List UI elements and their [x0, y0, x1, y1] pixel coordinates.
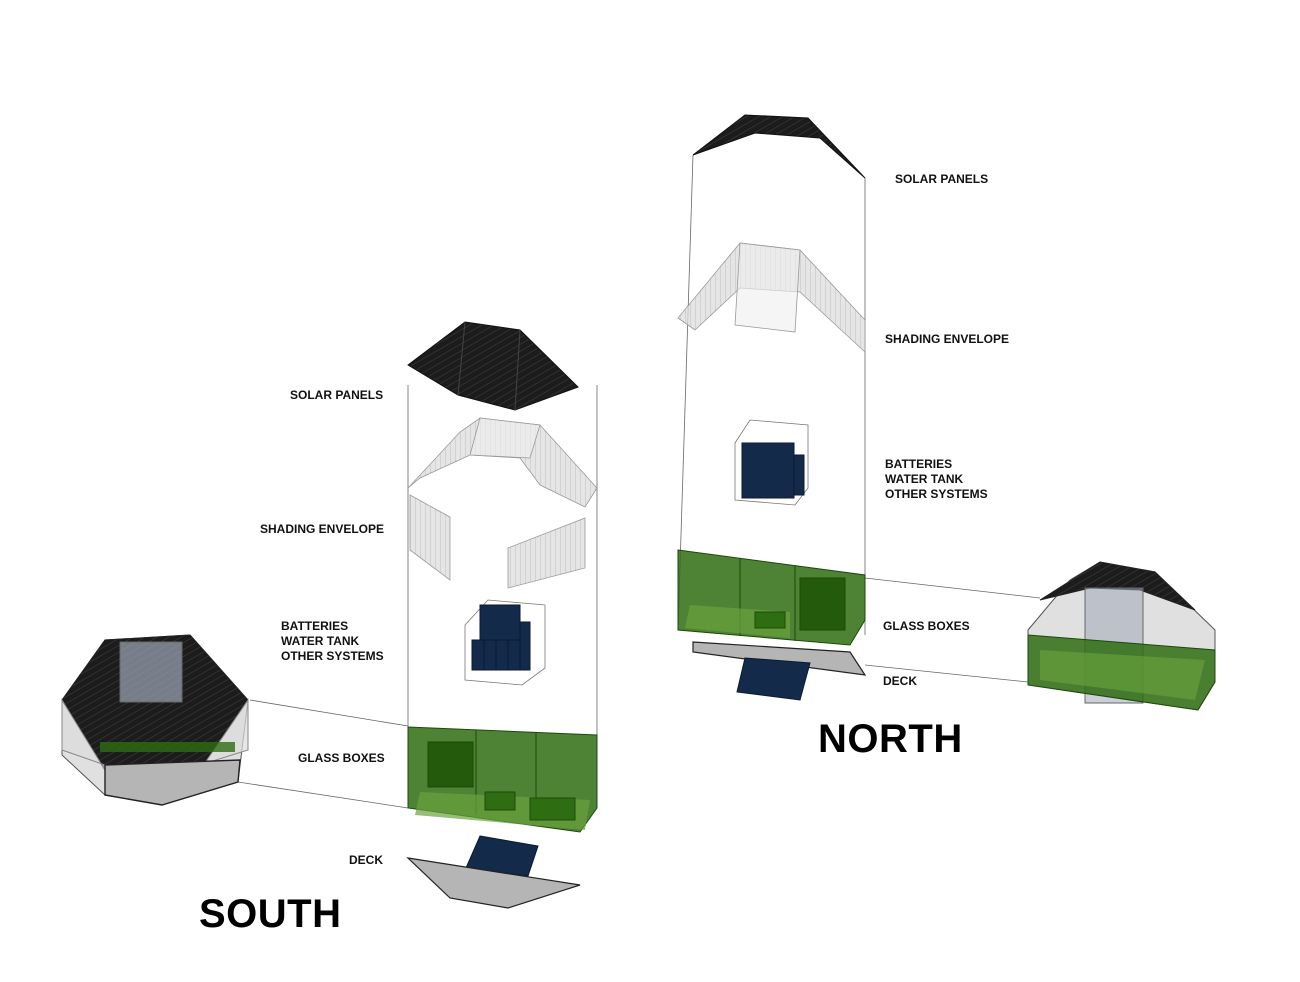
north-assembled-model: [1027, 561, 1216, 711]
north-systems-block: [734, 419, 809, 506]
north-deck: [692, 641, 867, 701]
north-label-systems: BATTERIES WATER TANK OTHER SYSTEMS: [885, 457, 988, 502]
south-shading-envelope: [407, 417, 598, 589]
north-label-deck: DECK: [883, 674, 918, 688]
north-label-water-tank: WATER TANK: [885, 472, 964, 486]
south-systems-block: [464, 599, 546, 686]
south-glass-boxes: [407, 726, 598, 833]
north-label-batteries: BATTERIES: [885, 457, 953, 471]
north-label-other-systems: OTHER SYSTEMS: [885, 487, 988, 501]
south-title: SOUTH: [199, 892, 342, 936]
north-label-solar-panels: SOLAR PANELS: [895, 172, 989, 186]
south-label-water-tank: WATER TANK: [281, 634, 360, 648]
south-label-deck: DECK: [349, 853, 384, 867]
north-solar-panels: [692, 114, 866, 179]
south-solar-panels: [407, 321, 579, 411]
north-title: NORTH: [818, 717, 963, 761]
south-assembly: [61, 321, 598, 909]
south-label-systems: BATTERIES WATER TANK OTHER SYSTEMS: [281, 619, 384, 664]
south-label-solar-panels: SOLAR PANELS: [290, 388, 384, 402]
north-glass-boxes: [677, 549, 866, 646]
north-assembly: [677, 114, 1216, 711]
south-assembled-model: [61, 634, 249, 806]
south-label-other-systems: OTHER SYSTEMS: [281, 649, 384, 663]
south-deck: [406, 835, 581, 909]
north-label-shading-envelope: SHADING ENVELOPE: [885, 332, 1010, 346]
north-label-glass-boxes: GLASS BOXES: [883, 619, 970, 633]
south-label-batteries: BATTERIES: [281, 619, 349, 633]
south-label-glass-boxes: GLASS BOXES: [298, 751, 385, 765]
north-shading-envelope: [677, 242, 866, 353]
south-label-shading-envelope: SHADING ENVELOPE: [260, 522, 385, 536]
